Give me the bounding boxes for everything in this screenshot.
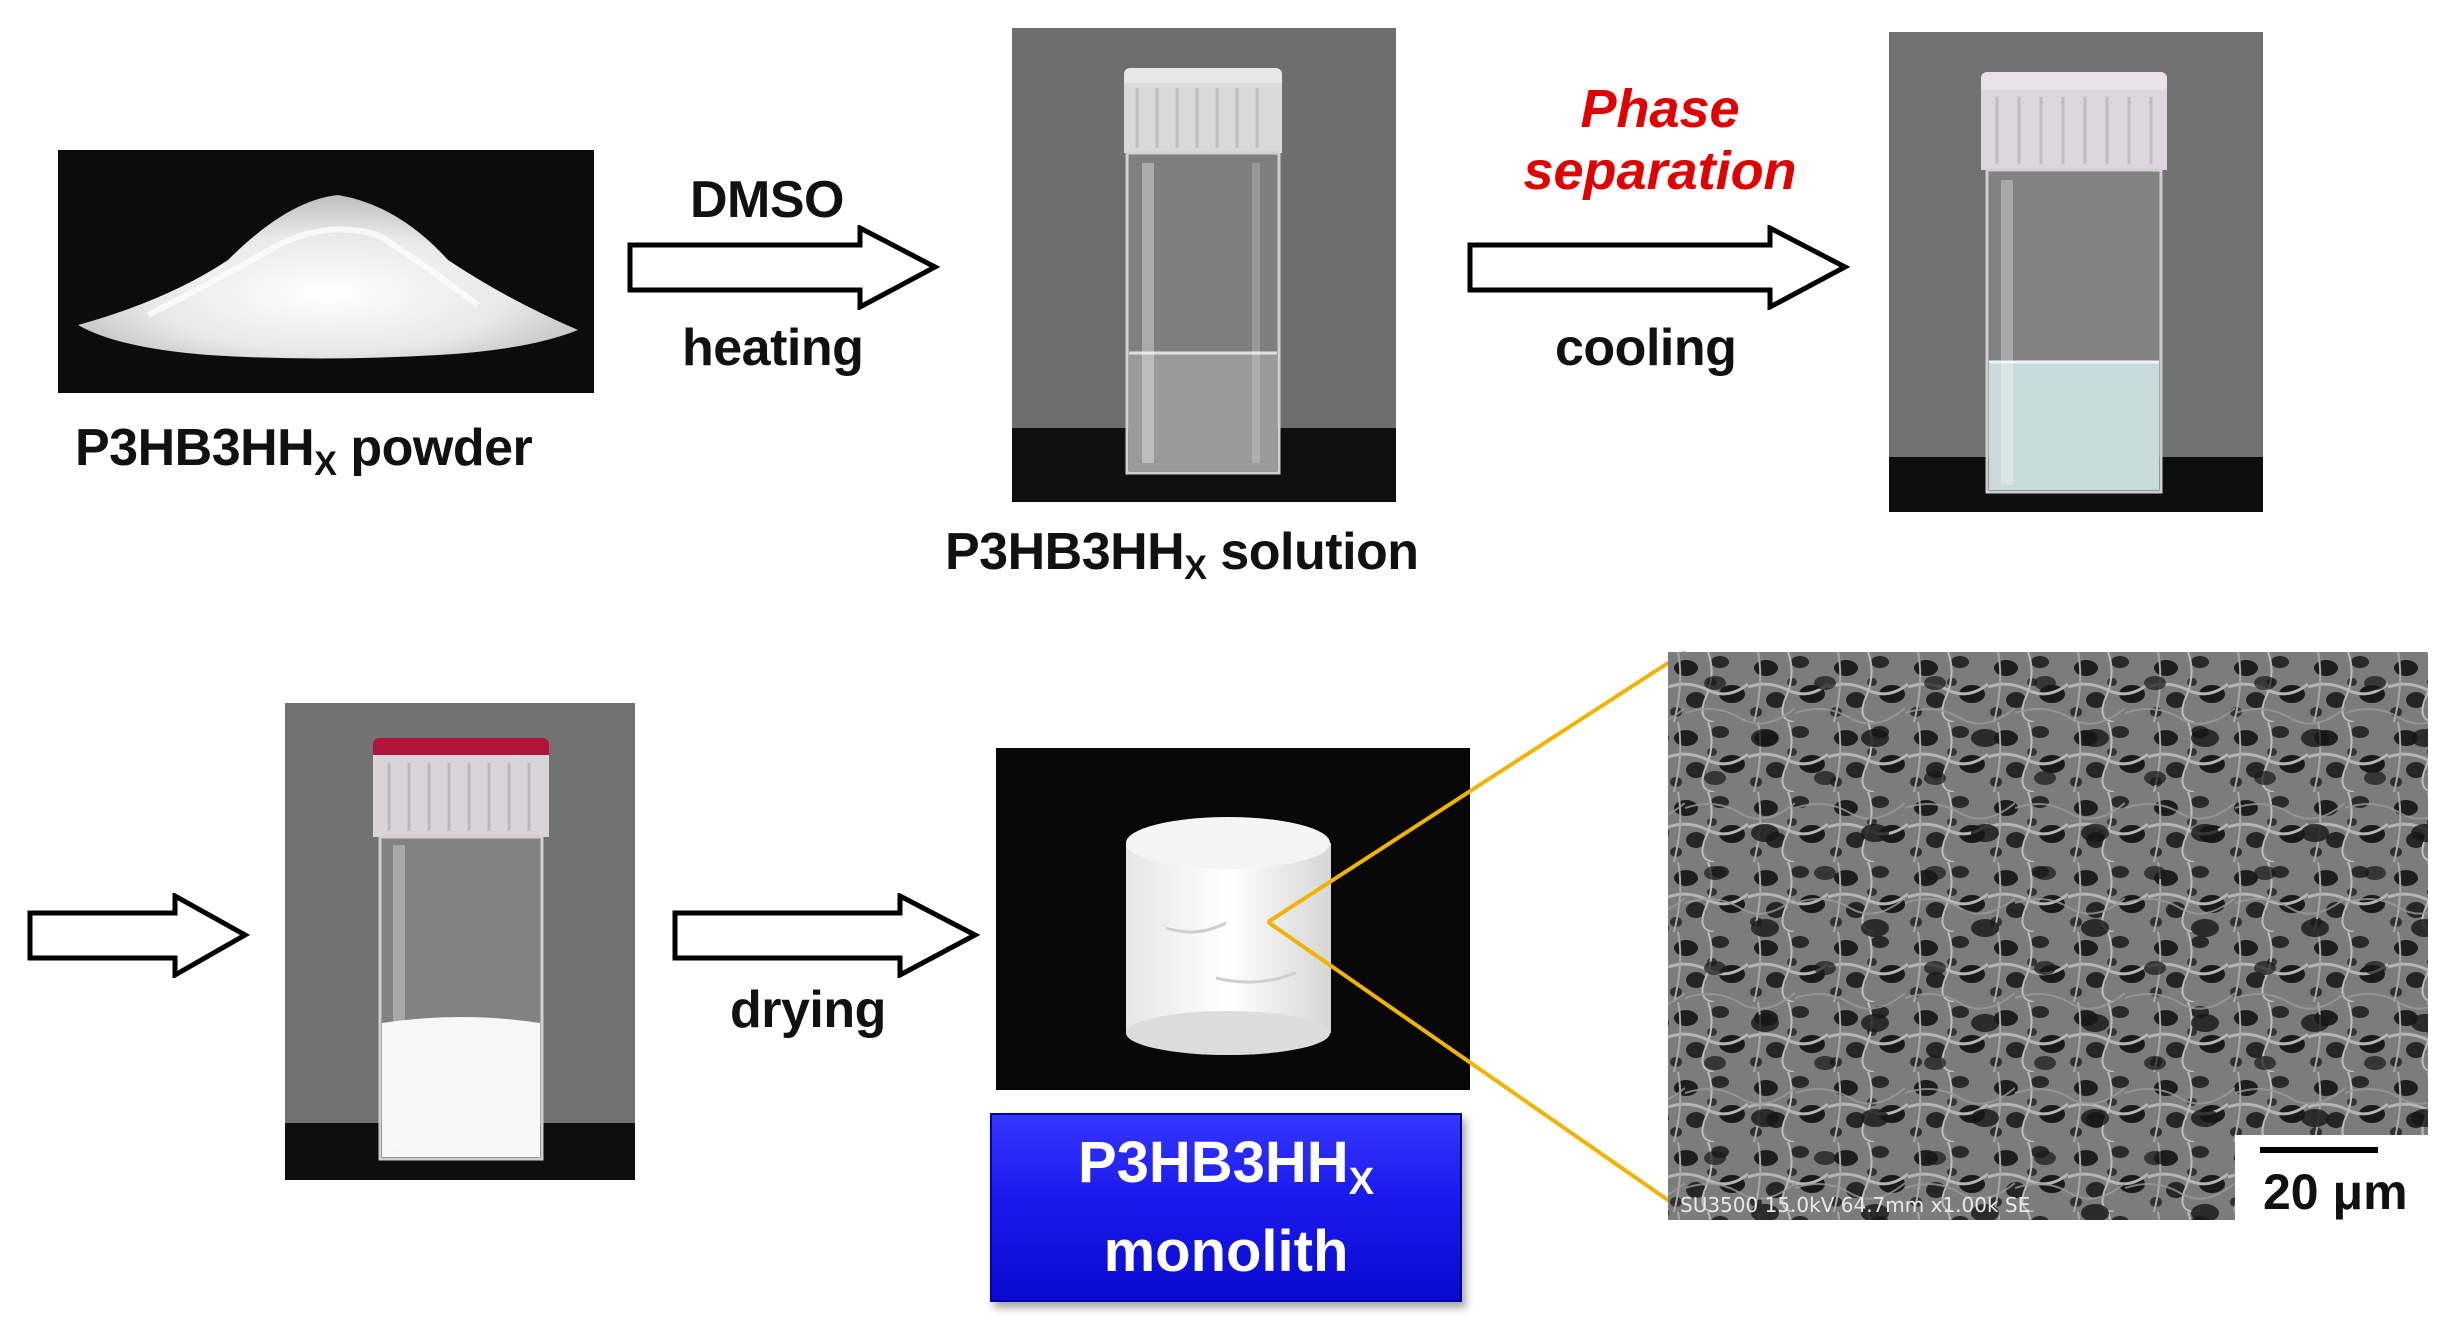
- arrow2-bottom-label: cooling: [1555, 319, 1737, 377]
- arrow4-bottom-label: drying: [730, 981, 886, 1039]
- monolith-badge-line2: monolith: [1103, 1219, 1349, 1284]
- scale-bar-box: 20 μm: [2235, 1135, 2430, 1225]
- sem-info-text: SU3500 15.0kV 64.7mm x1.00k SE: [1680, 1193, 2031, 1217]
- right-arrow-icon: [1465, 225, 1850, 310]
- solution-label: P3HB3HHX solution: [945, 523, 1419, 587]
- monolith-photo: [996, 748, 1470, 1090]
- solution-vial-photo: [1012, 28, 1396, 502]
- powder-photo: [58, 150, 594, 393]
- sem-micrograph: [1668, 652, 2428, 1220]
- monolith-badge-line1: P3HB3HHX: [1077, 1130, 1375, 1203]
- right-arrow-icon: [670, 893, 980, 978]
- right-arrow-icon: [625, 225, 940, 310]
- monolith-badge: P3HB3HHX monolith: [990, 1113, 1462, 1302]
- powder-label: P3HB3HHX powder: [75, 419, 533, 483]
- right-arrow-icon: [25, 893, 250, 978]
- phase-separated-vial-photo: [1889, 32, 2263, 512]
- arrow1-top-label: DMSO: [690, 171, 845, 229]
- gel-vial-photo: [285, 703, 635, 1180]
- scale-bar: [2260, 1147, 2378, 1153]
- scale-label: 20 μm: [2263, 1164, 2408, 1220]
- phase-separation-label: Phase separation: [1523, 79, 1797, 201]
- arrow1-bottom-label: heating: [682, 319, 864, 377]
